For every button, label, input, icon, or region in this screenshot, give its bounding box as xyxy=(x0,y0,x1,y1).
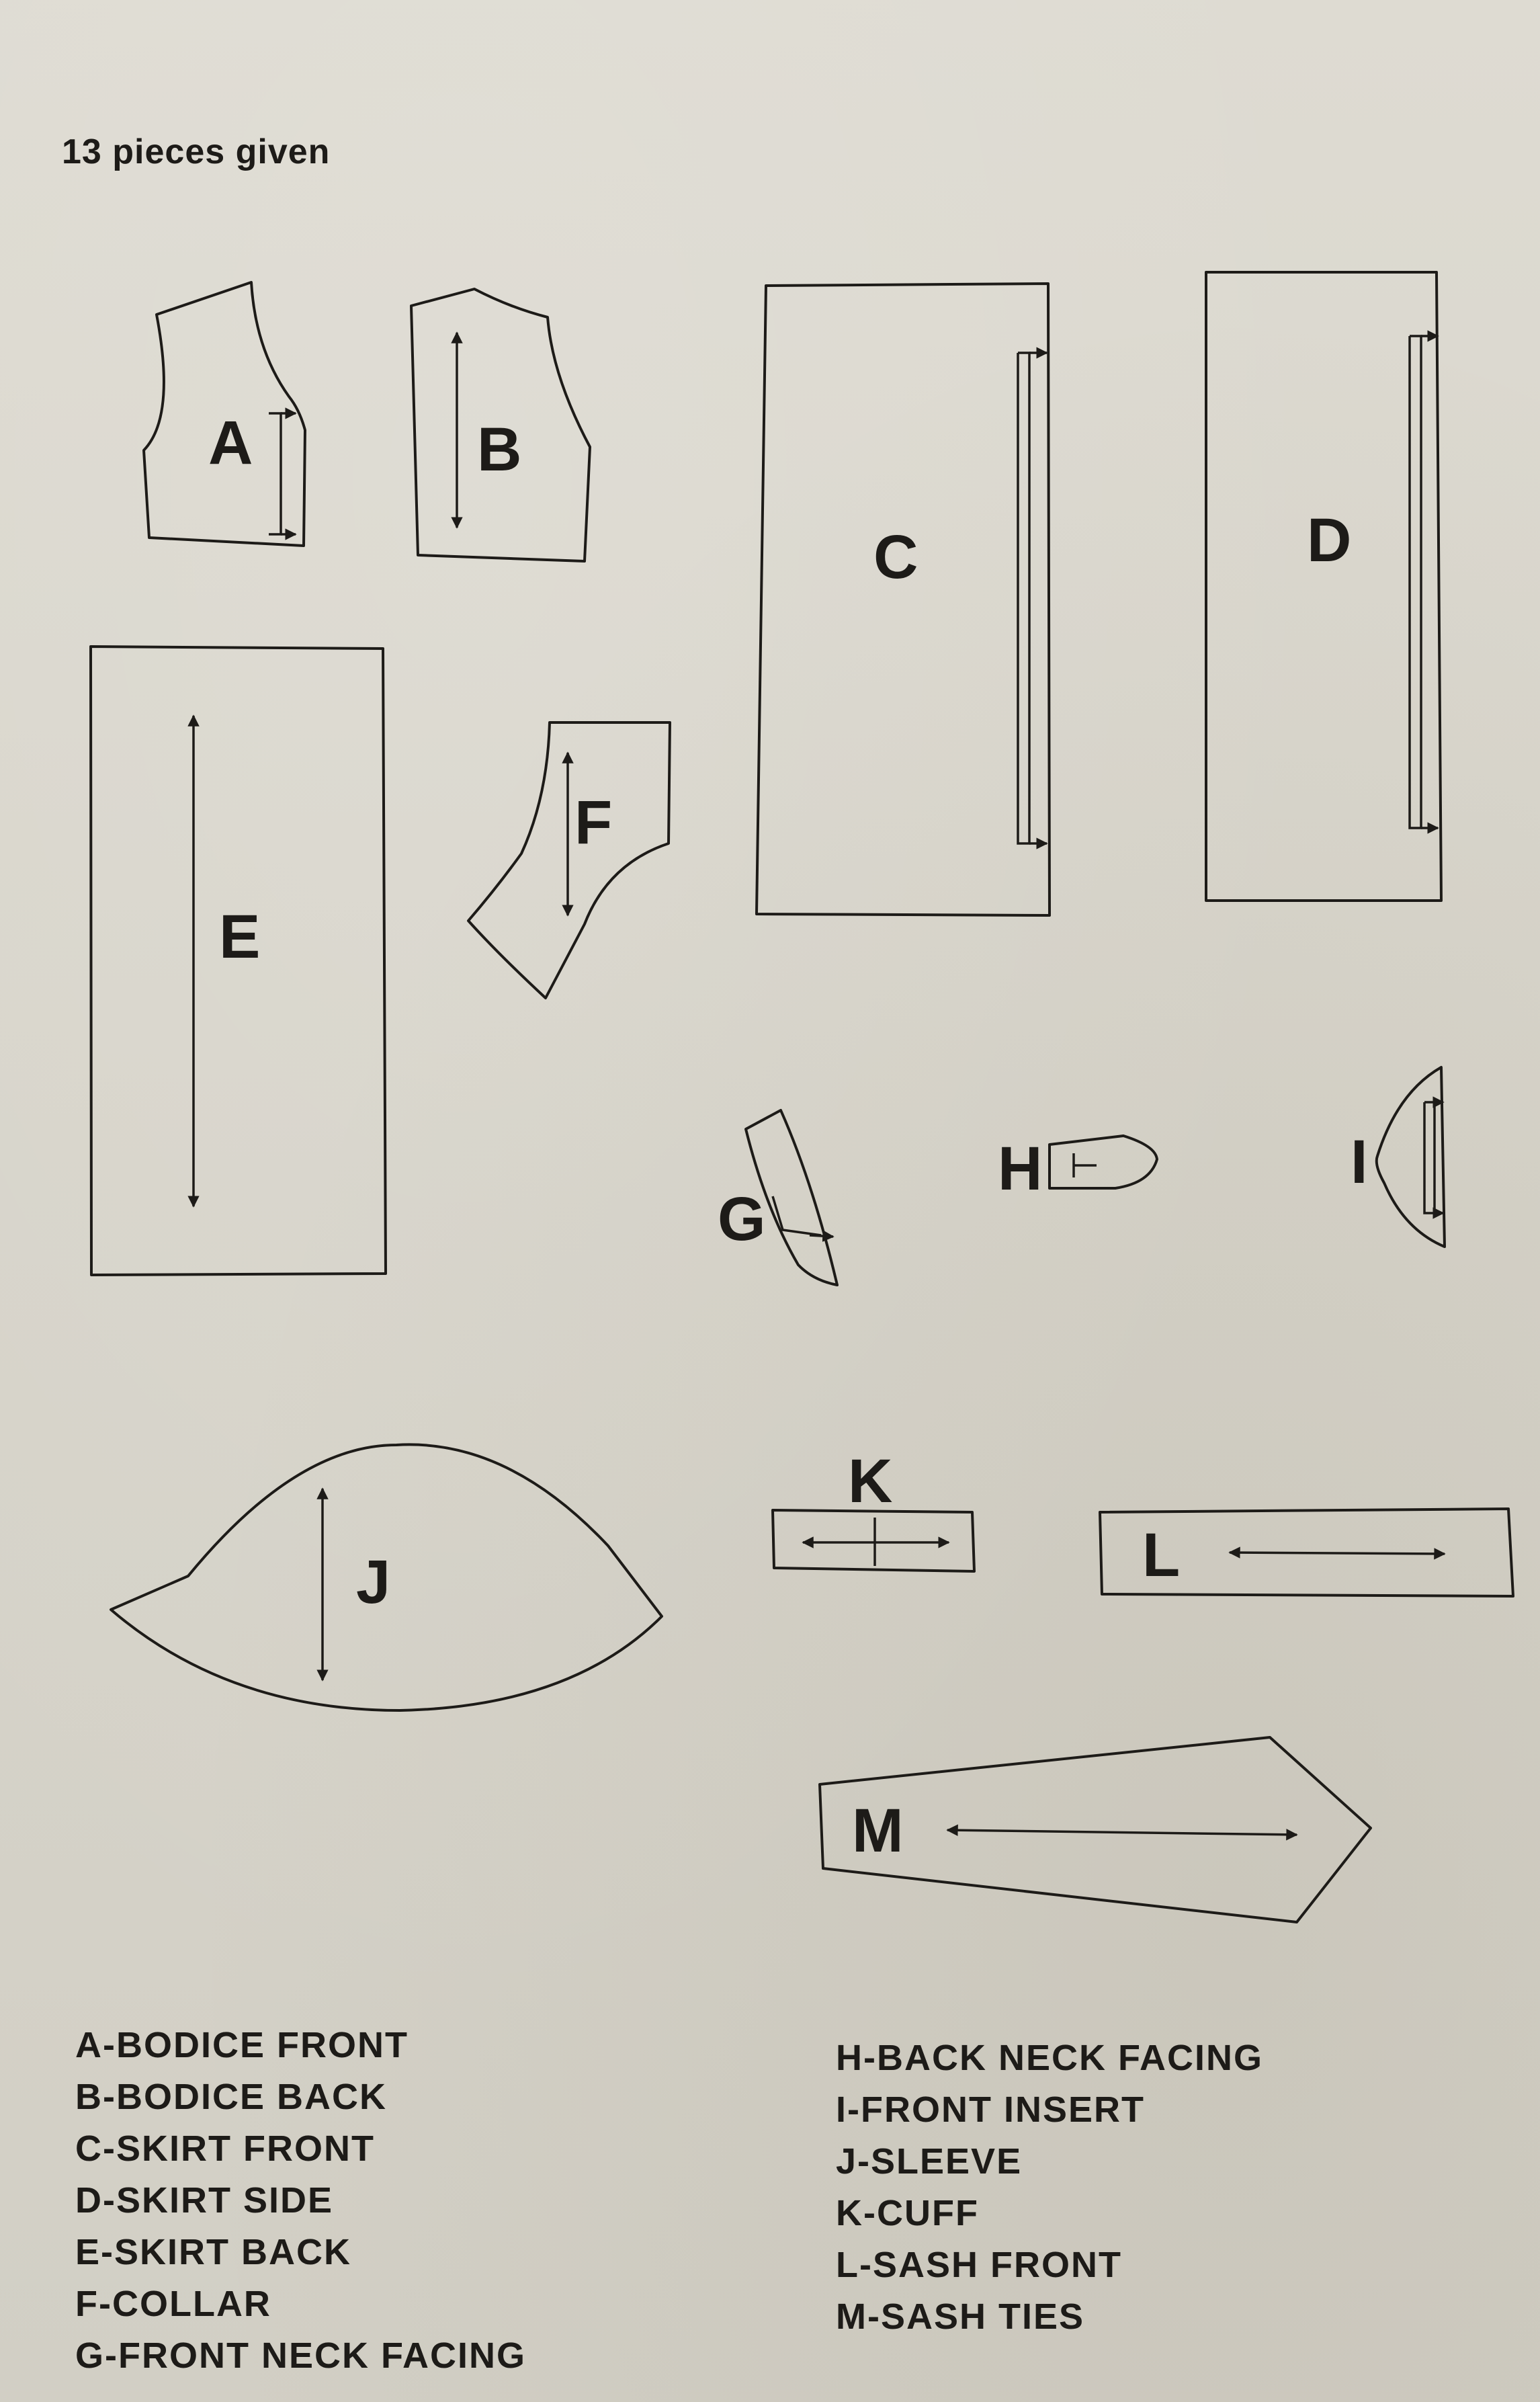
piece-c-skirt-front: C xyxy=(755,282,1051,917)
piece-m-sash-ties: M xyxy=(818,1736,1372,1923)
piece-l-label: L xyxy=(1142,1521,1180,1589)
legend-item-g: G-FRONT NECK FACING xyxy=(75,2335,526,2376)
legend-right-list: H-BACK NECK FACING I-FRONT INSERT J-SLEE… xyxy=(836,2032,1263,2343)
piece-h-back-neck-facing: H xyxy=(998,1134,1158,1203)
legend-item-c: C-SKIRT FRONT xyxy=(75,2128,375,2169)
legend-item-a: A-BODICE FRONT xyxy=(75,2025,409,2065)
piece-d-skirt-side: D xyxy=(1205,271,1443,902)
piece-k-label: K xyxy=(848,1447,892,1516)
piece-j-label: J xyxy=(356,1548,390,1616)
legend-item-e: E-SKIRT BACK xyxy=(75,2232,351,2272)
piece-i-front-insert: I xyxy=(1351,1066,1446,1248)
legend-item-b: B-BODICE BACK xyxy=(75,2077,387,2117)
legend-item-h: H-BACK NECK FACING xyxy=(836,2038,1263,2078)
legend-item-k: K-CUFF xyxy=(836,2193,979,2233)
legend-left-list: A-BODICE FRONT B-BODICE BACK C-SKIRT FRO… xyxy=(75,2020,526,2382)
piece-k-cuff: K xyxy=(771,1447,976,1573)
piece-g-front-neck-facing: G xyxy=(718,1109,839,1286)
legend-item-f: F-COLLAR xyxy=(75,2284,271,2324)
piece-i-label: I xyxy=(1351,1128,1368,1196)
piece-c-label: C xyxy=(873,523,918,591)
legend-item-j: J-SLEEVE xyxy=(836,2141,1023,2182)
piece-j-sleeve: J xyxy=(110,1443,663,1712)
piece-l-sash-front: L xyxy=(1099,1507,1514,1598)
piece-e-label: E xyxy=(219,903,260,971)
piece-h-label: H xyxy=(998,1134,1042,1203)
legend-item-l: L-SASH FRONT xyxy=(836,2245,1122,2285)
legend-item-m: M-SASH TIES xyxy=(836,2296,1085,2337)
piece-m-label: M xyxy=(852,1796,904,1865)
legend-item-i: I-FRONT INSERT xyxy=(836,2089,1145,2130)
piece-f-label: F xyxy=(574,788,612,857)
piece-a-bodice-front: A xyxy=(142,281,306,547)
pieces-count-heading: 13 pieces given xyxy=(62,132,331,171)
piece-a-label: A xyxy=(208,409,253,477)
piece-f-collar: F xyxy=(467,721,671,999)
legend-item-d: D-SKIRT SIDE xyxy=(75,2180,334,2221)
piece-g-label: G xyxy=(718,1185,766,1253)
piece-e-skirt-back: E xyxy=(89,645,387,1276)
piece-b-label: B xyxy=(477,415,521,484)
piece-d-label: D xyxy=(1307,506,1351,575)
piece-b-bodice-back: B xyxy=(410,288,591,563)
